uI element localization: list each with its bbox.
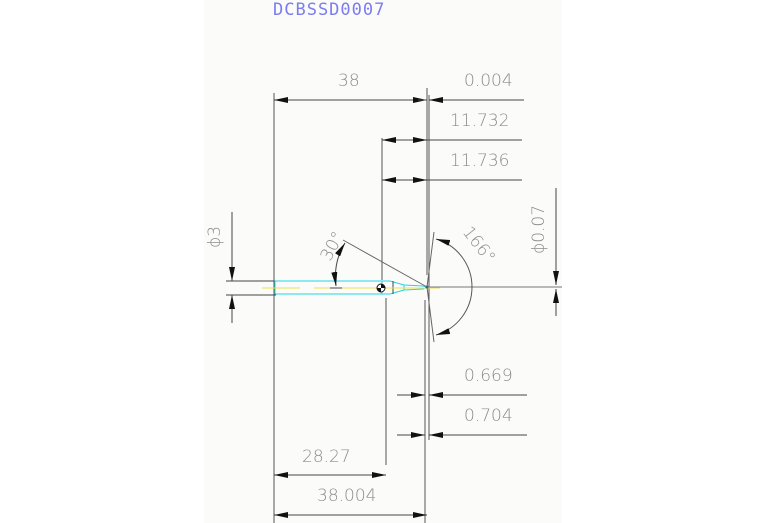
extension-lines bbox=[273, 88, 430, 523]
tool-body bbox=[262, 280, 440, 295]
svg-text:ϕ3: ϕ3 bbox=[205, 226, 225, 248]
svg-text:0.704: 0.704 bbox=[464, 406, 513, 426]
dim-tip-offset-1: 0.669 bbox=[397, 366, 527, 398]
dim-shank-diameter: ϕ3 bbox=[205, 212, 276, 323]
svg-text:11.732: 11.732 bbox=[450, 111, 509, 131]
dim-tip-offset-2: 0.704 bbox=[397, 406, 527, 438]
drawing-canvas bbox=[204, 0, 562, 523]
dim-shank-length: 28.27 bbox=[274, 447, 386, 478]
dim-point-angle: 166° bbox=[426, 223, 499, 343]
svg-text:0.669: 0.669 bbox=[464, 366, 513, 386]
svg-text:28.27: 28.27 bbox=[302, 447, 351, 467]
dim-taper-angle: 30° bbox=[317, 228, 428, 289]
dim-overall-length-total: 38.004 bbox=[274, 486, 427, 518]
svg-text:11.736: 11.736 bbox=[450, 151, 509, 171]
svg-text:38.004: 38.004 bbox=[317, 486, 376, 506]
svg-text:ϕ0.07: ϕ0.07 bbox=[529, 205, 549, 254]
dim-overall-length: 38 bbox=[274, 71, 427, 103]
dim-tip-offset-top: 0.004 bbox=[418, 71, 524, 103]
dim-neck-length-2: 11.736 bbox=[382, 151, 522, 183]
svg-text:30°: 30° bbox=[317, 228, 349, 264]
svg-text:38: 38 bbox=[338, 71, 360, 91]
svg-text:0.004: 0.004 bbox=[464, 71, 513, 91]
dim-tip-diameter: ϕ0.07 bbox=[529, 188, 559, 316]
dim-neck-length-1: 11.732 bbox=[382, 111, 522, 143]
drawing-title: DCBSSD0007 bbox=[273, 0, 385, 20]
